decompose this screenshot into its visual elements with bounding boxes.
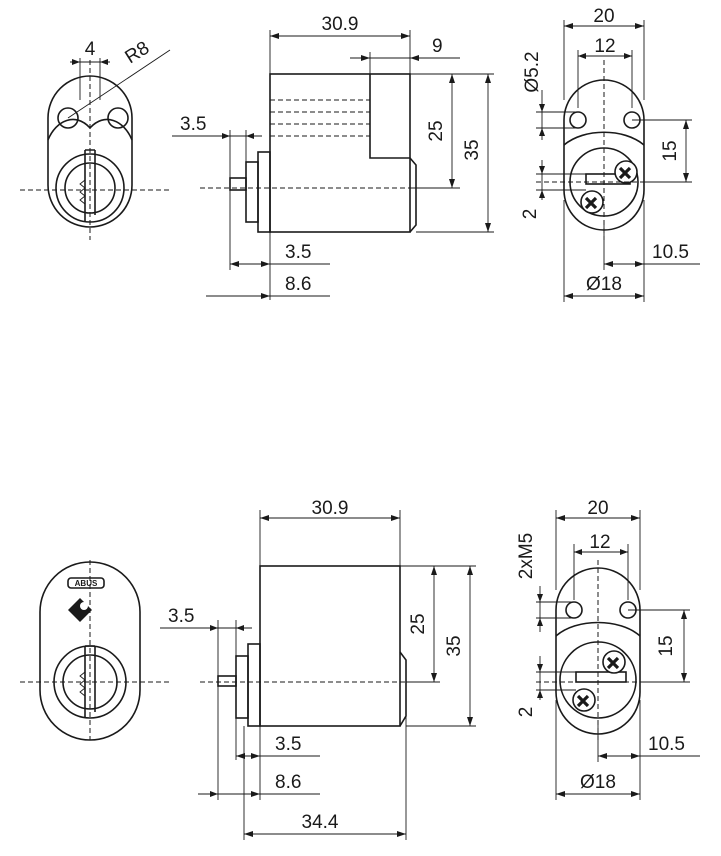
- dim-text: 3.5: [168, 606, 194, 627]
- dim-text: 35: [444, 635, 465, 656]
- dim-text: 9: [432, 36, 443, 57]
- dim-text: 10.5: [648, 734, 685, 755]
- logo-text: ABUS: [75, 579, 98, 588]
- top-back-view: 20 12 Ø5.2 15 2 10.5 Ø18: [520, 6, 700, 302]
- dim-text: Ø5.2: [522, 51, 543, 92]
- dim-text: 20: [593, 6, 614, 27]
- dim-text: 2: [520, 209, 541, 220]
- dim-text: 10.5: [652, 242, 689, 263]
- dim-text: 3.5: [275, 734, 301, 755]
- dim-text: 25: [408, 613, 429, 634]
- dim-text: 15: [656, 635, 677, 656]
- bottom-back-view: 20 2xM5 12 15 2 10.5 Ø18: [516, 498, 700, 800]
- dim-text: 2xM5: [516, 533, 537, 579]
- bottom-side-view: 30.9 3.5 25 35 3.5 8.6 34.: [160, 498, 476, 840]
- dim-text: R8: [122, 38, 154, 69]
- dim-text: 8.6: [275, 772, 301, 793]
- dim-text: 34.4: [302, 812, 339, 833]
- dim-text: Ø18: [580, 772, 616, 793]
- dim-text: 12: [594, 36, 615, 57]
- dim-text: 30.9: [322, 14, 359, 35]
- diamond-logo-icon: [68, 598, 92, 622]
- dim-text: 3.5: [180, 114, 206, 135]
- dim-text: 4: [85, 39, 96, 60]
- dim-text: 2: [516, 707, 537, 718]
- dim-text: 15: [660, 140, 681, 161]
- dim-text: 25: [426, 120, 447, 141]
- dim-text: 8.6: [285, 274, 311, 295]
- top-front-view: 4 R8: [20, 38, 171, 240]
- dim-text: 35: [462, 139, 483, 160]
- dim-text: Ø18: [586, 274, 622, 295]
- dim-text: 12: [589, 532, 610, 553]
- bottom-front-view: ABUS: [20, 560, 170, 741]
- dim-text: 20: [587, 498, 608, 519]
- top-side-view: 30.9 9 3.5 25 35 3.5 8.6: [172, 14, 494, 300]
- dim-text: 30.9: [312, 498, 349, 519]
- dim-text: 3.5: [285, 242, 311, 263]
